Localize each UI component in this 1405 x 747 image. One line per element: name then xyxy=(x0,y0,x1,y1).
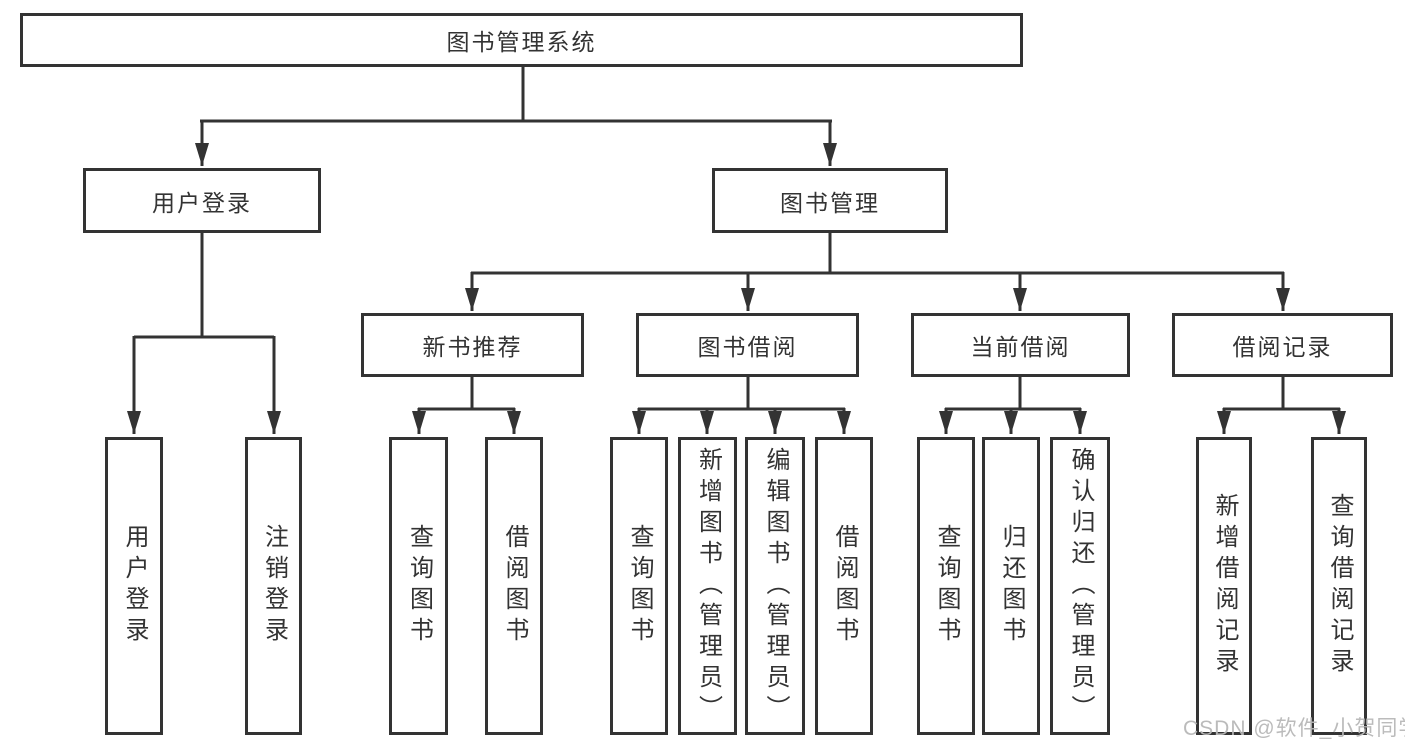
node-book-borrow: 图书借阅 xyxy=(636,313,859,377)
node-book-management: 图书管理 xyxy=(712,168,948,233)
node-label: 查询借阅记录 xyxy=(1326,493,1353,679)
node-label: 图书管理系统 xyxy=(446,29,597,55)
leaf-query-books-2: 查询图书 xyxy=(610,437,668,735)
node-label: 确认归还（管理员） xyxy=(1067,446,1094,726)
node-label: 借阅图书 xyxy=(501,524,528,648)
leaf-query-books-1: 查询图书 xyxy=(389,437,448,735)
leaf-borrow-books-2: 借阅图书 xyxy=(815,437,873,735)
leaf-add-borrow-record: 新增借阅记录 xyxy=(1196,437,1252,735)
node-current-borrow: 当前借阅 xyxy=(911,313,1130,377)
node-label: 新书推荐 xyxy=(422,334,523,360)
node-label: 查询图书 xyxy=(626,524,653,648)
node-label: 当前借阅 xyxy=(970,334,1071,360)
node-system-root: 图书管理系统 xyxy=(20,13,1023,67)
leaf-confirm-return-admin: 确认归还（管理员） xyxy=(1050,437,1110,735)
node-label: 用户登录 xyxy=(152,189,252,216)
leaf-user-login: 用户登录 xyxy=(105,437,163,735)
node-label: 注销登录 xyxy=(260,524,288,648)
node-label: 归还图书 xyxy=(998,524,1025,648)
node-label: 图书管理 xyxy=(780,189,880,216)
node-label: 图书借阅 xyxy=(697,334,798,360)
node-label: 编辑图书（管理员） xyxy=(762,446,789,726)
node-label: 新增图书（管理员） xyxy=(694,446,722,726)
node-label: 用户登录 xyxy=(121,524,148,648)
node-label: 借阅图书 xyxy=(831,524,858,648)
node-label: 借阅记录 xyxy=(1232,334,1333,360)
node-new-book-recommend: 新书推荐 xyxy=(361,313,584,377)
node-user-login: 用户登录 xyxy=(83,168,321,233)
node-borrow-record: 借阅记录 xyxy=(1172,313,1393,377)
leaf-borrow-books-1: 借阅图书 xyxy=(485,437,543,735)
node-label: 新增借阅记录 xyxy=(1211,493,1238,679)
node-label: 查询图书 xyxy=(405,524,433,648)
node-label: 查询图书 xyxy=(933,524,960,648)
leaf-return-book: 归还图书 xyxy=(982,437,1040,735)
leaf-logout: 注销登录 xyxy=(245,437,302,735)
leaf-query-books-3: 查询图书 xyxy=(917,437,975,735)
leaf-add-book-admin: 新增图书（管理员） xyxy=(678,437,737,735)
leaf-edit-book-admin: 编辑图书（管理员） xyxy=(745,437,805,735)
csdn-watermark: CSDN @软件_小贺同学 xyxy=(1183,717,1405,740)
leaf-query-borrow-record: 查询借阅记录 xyxy=(1311,437,1367,735)
